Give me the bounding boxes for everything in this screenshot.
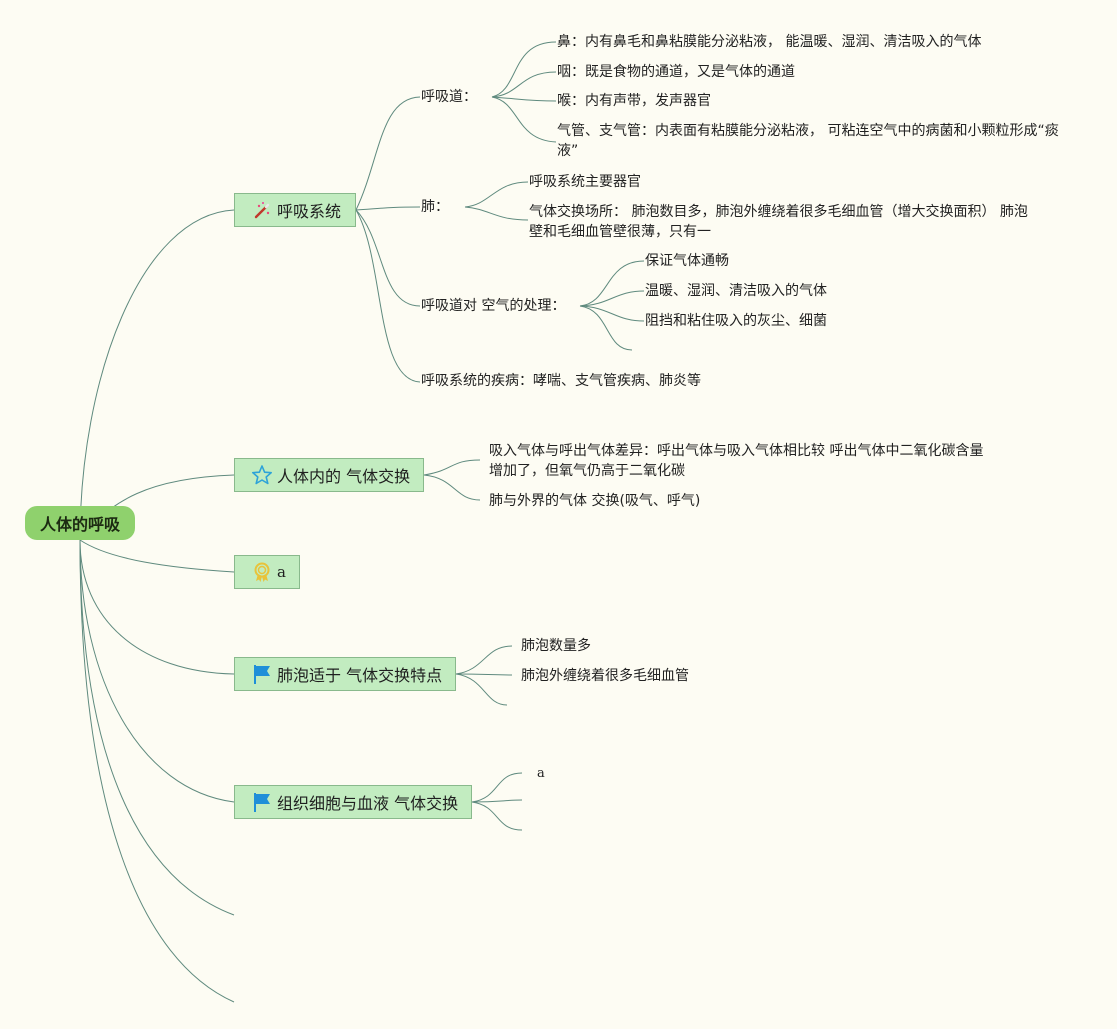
leaf-gas-exchange-site[interactable]: 气体交换场所： 肺泡数目多，肺泡外缠绕着很多毛细血管（增大交换面积） 肺泡壁和毛… bbox=[529, 204, 1028, 240]
topic-tissue-exchange-label: 组织细胞与血液 气体交换 bbox=[277, 794, 459, 813]
topic-respiratory-system[interactable]: 呼吸系统 bbox=[234, 193, 356, 227]
leaf-lung-external-exchange[interactable]: 肺与外界的气体 交换(吸气、呼气) bbox=[489, 493, 701, 509]
leaf-trachea[interactable]: 气管、支气管：内表面有粘膜能分泌粘液， 可粘连空气中的病菌和小颗粒形成“痰液” bbox=[557, 123, 1059, 159]
topic-gas-exchange-label: 人体内的 气体交换 bbox=[277, 467, 411, 486]
leaf-larynx[interactable]: 喉：内有声带，发声器官 bbox=[557, 93, 711, 109]
topic-gas-exchange[interactable]: 人体内的 气体交换 bbox=[234, 458, 424, 492]
magic-wand-icon bbox=[251, 199, 273, 221]
leaf-capillaries-wrap[interactable]: 肺泡外缠绕着很多毛细血管 bbox=[521, 668, 689, 684]
award-ribbon-icon bbox=[251, 561, 273, 583]
topic-respiratory-system-label: 呼吸系统 bbox=[277, 202, 342, 221]
topic-alveoli-features-label: 肺泡适于 气体交换特点 bbox=[277, 666, 443, 685]
leaf-nose[interactable]: 鼻：内有鼻毛和鼻粘膜能分泌粘液， 能温暖、湿润、清洁吸入的气体 bbox=[557, 34, 982, 50]
branch-airway[interactable]: 呼吸道： bbox=[421, 89, 477, 105]
leaf-block-dust[interactable]: 阻挡和粘住吸入的灰尘、细菌 bbox=[645, 313, 827, 329]
branch-diseases[interactable]: 呼吸系统的疾病：哮喘、支气管疾病、肺炎等 bbox=[421, 373, 701, 389]
topic-placeholder-a[interactable]: a bbox=[234, 555, 300, 589]
topic-alveoli-features[interactable]: 肺泡适于 气体交换特点 bbox=[234, 657, 456, 691]
blue-flag-icon bbox=[251, 791, 273, 813]
leaf-inhaled-exhaled-difference[interactable]: 吸入气体与呼出气体差异：呼出气体与吸入气体相比较 呼出气体中二氧化碳含量增加了，… bbox=[489, 443, 984, 479]
leaf-tissue-a[interactable]: a bbox=[537, 766, 545, 781]
topic-tissue-exchange[interactable]: 组织细胞与血液 气体交换 bbox=[234, 785, 472, 819]
leaf-pharynx[interactable]: 咽：既是食物的通道，又是气体的通道 bbox=[557, 64, 795, 80]
leaf-alveoli-many[interactable]: 肺泡数量多 bbox=[521, 638, 591, 654]
topic-placeholder-a-label: a bbox=[277, 563, 286, 581]
root-topic-label: 人体的呼吸 bbox=[39, 515, 120, 534]
leaf-lung-main-organ[interactable]: 呼吸系统主要器官 bbox=[529, 174, 641, 190]
blue-flag-icon bbox=[251, 663, 273, 685]
leaf-keep-airflow[interactable]: 保证气体通畅 bbox=[645, 253, 729, 269]
star-outline-icon bbox=[251, 464, 273, 486]
leaf-warm-moisten[interactable]: 温暖、湿润、清洁吸入的气体 bbox=[645, 283, 827, 299]
branch-lung[interactable]: 肺： bbox=[421, 199, 449, 215]
root-topic[interactable]: 人体的呼吸 bbox=[25, 506, 135, 540]
branch-air-processing[interactable]: 呼吸道对 空气的处理： bbox=[421, 298, 566, 314]
